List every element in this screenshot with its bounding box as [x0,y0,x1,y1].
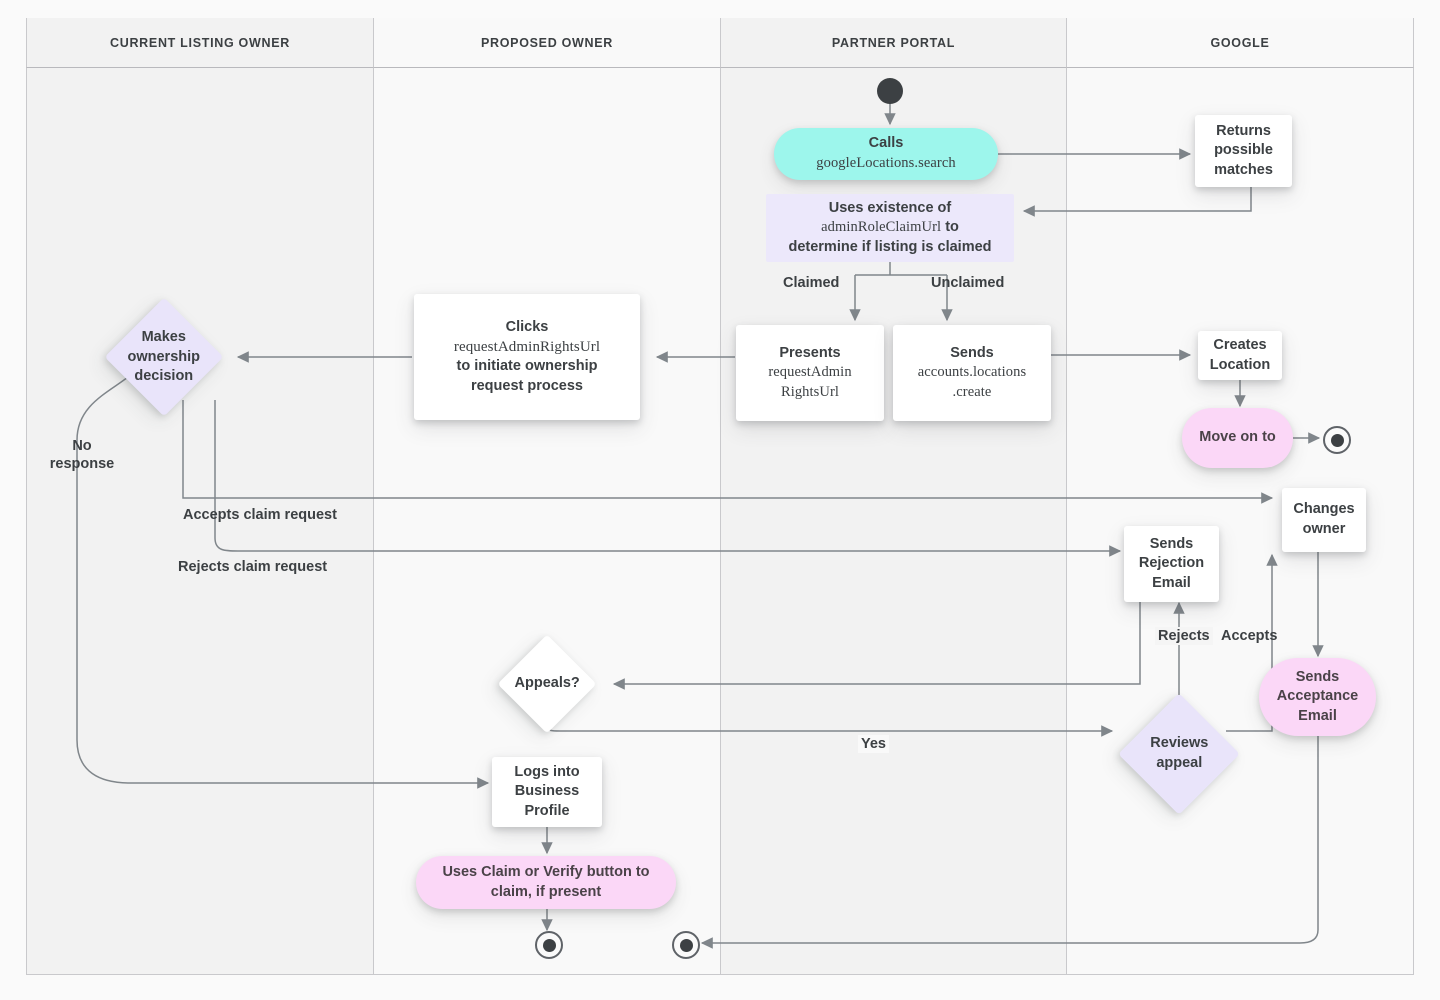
edge-label-unclaimed: Unclaimed [931,275,1005,291]
node-line-2-suffix: to [945,219,959,236]
node-line-2: claim, if present [490,883,602,900]
start-node [877,78,903,104]
node-line-1: Reviews [1149,735,1209,752]
node-line-1: Sends [950,344,994,361]
node-line-3: matches [1214,161,1273,178]
edge-label-no-response: No response [34,437,130,473]
node-sends-accounts-locations-create[interactable]: Sends accounts.locations .create [893,325,1051,421]
node-line-2: owner [1302,521,1346,537]
edge-accepts-claim-to-changes-owner [182,400,1274,504]
node-line-2: requestAdminRightsUrl [453,339,601,356]
edge-rejects-claim-to-rejection-email [214,400,1122,557]
node-line-1: Sends [1295,668,1340,685]
node-move-on-to[interactable]: Move on to [1182,408,1293,468]
lane-header-proposed-owner: PROPOSED OWNER [373,18,720,68]
edge-acceptance-email-to-end [700,732,1319,949]
node-line-2: adminRoleClaimUrl to [788,218,991,238]
edge-label-line-1: No [72,438,92,454]
node-line-2: googleLocations.search [816,155,956,171]
node-line-1: Creates [1213,336,1267,353]
node-line-3: .create [952,383,992,400]
lane-header-label: PROPOSED OWNER [480,35,614,50]
node-uses-claim-or-verify-button[interactable]: Uses Claim or Verify button to claim, if… [416,856,676,909]
node-returns-possible-matches[interactable]: Returns possible matches [1195,115,1292,187]
node-label: Appeals? [514,675,580,692]
node-line-2: requestAdmin [768,364,852,381]
edge-label-accepts: Accepts [1221,628,1278,644]
node-line-2: possible [1214,142,1273,159]
node-line-1: Clicks [505,318,549,335]
end-node-google [1323,426,1351,454]
lane-current-listing-owner [26,18,373,975]
node-presents-request-admin-rights-url[interactable]: Presents requestAdmin RightsUrl [736,325,884,421]
lane-header-label: PARTNER PORTAL [831,35,956,50]
node-line-1: Calls [868,135,904,152]
edge-label-yes: Yes [858,735,889,754]
node-line-2: Acceptance [1276,688,1359,705]
lane-header-current-listing-owner: CURRENT LISTING OWNER [26,18,373,68]
node-line-3: Profile [524,802,570,819]
lane-header-partner-portal: PARTNER PORTAL [720,18,1066,68]
node-line-2: Rejection [1138,555,1205,572]
edge-label-line-2: response [49,456,115,473]
edge-label-accepts-claim-request: Accepts claim request [183,507,337,523]
node-line-3: RightsUrl [780,383,840,400]
lane-header-label: GOOGLE [1210,35,1270,50]
node-label: Reviews appeal [1136,734,1222,773]
node-code-token: adminRoleClaimUrl [821,219,942,236]
node-logs-into-business-profile[interactable]: Logs into Business Profile [492,757,602,827]
edge-returns-to-uses [1022,187,1252,217]
lane-header-google: GOOGLE [1066,18,1414,68]
node-changes-owner[interactable]: Changes owner [1282,488,1366,552]
node-line-1: Logs into [514,763,580,780]
edge-label-claimed: Claimed [783,275,840,291]
node-label: Move on to [1199,429,1276,446]
node-line-4: request process [470,377,583,394]
node-line-3: decision [134,367,194,384]
edge-rejection-email-to-appeals [612,602,1141,690]
node-line-1: Presents [779,344,841,361]
lane-header-label: CURRENT LISTING OWNER [110,35,290,50]
edge-no-response-to-logs-into [76,373,490,789]
node-line-2: Location [1209,356,1271,373]
node-uses-existence-of-admin-role-claim-url[interactable]: Uses existence of adminRoleClaimUrl to d… [766,194,1014,262]
edge-reviews-accepts-to-changes-owner [1226,553,1278,732]
node-calls-google-locations-search[interactable]: Calls googleLocations.search [774,128,998,180]
node-line-3: Email [1298,707,1337,724]
node-clicks-request-admin-rights-url[interactable]: Clicks requestAdminRightsUrl to initiate… [414,294,640,420]
node-line-1: Uses existence of [828,199,952,216]
node-line-2: appeal [1156,755,1202,771]
node-line-1: Uses Claim or Verify button to [442,863,650,880]
end-node-partner-portal [672,931,700,959]
edge-appeals-yes-to-reviews-appeal [546,713,1114,737]
node-line-1: Sends [1149,535,1194,552]
edge-label-rejects-claim-request: Rejects claim request [178,559,328,575]
node-label: Makes ownership decision [122,328,206,387]
node-line-3: determine if listing is claimed [788,238,992,255]
end-node-proposed-owner [535,931,563,959]
node-line-2: Business [514,783,580,800]
node-line-3: to initiate ownership [456,358,598,375]
node-line-1: Changes [1293,501,1355,518]
node-creates-location[interactable]: Creates Location [1198,331,1282,380]
node-line-3: Email [1152,574,1191,591]
node-line-1: Makes [141,328,187,345]
node-sends-acceptance-email[interactable]: Sends Acceptance Email [1259,658,1376,736]
node-sends-rejection-email[interactable]: Sends Rejection Email [1124,526,1219,602]
edge-label-rejects: Rejects [1155,627,1213,646]
node-line-2: ownership [127,348,201,365]
node-line-1: Returns [1216,122,1271,139]
node-line-2: accounts.locations [917,364,1027,381]
